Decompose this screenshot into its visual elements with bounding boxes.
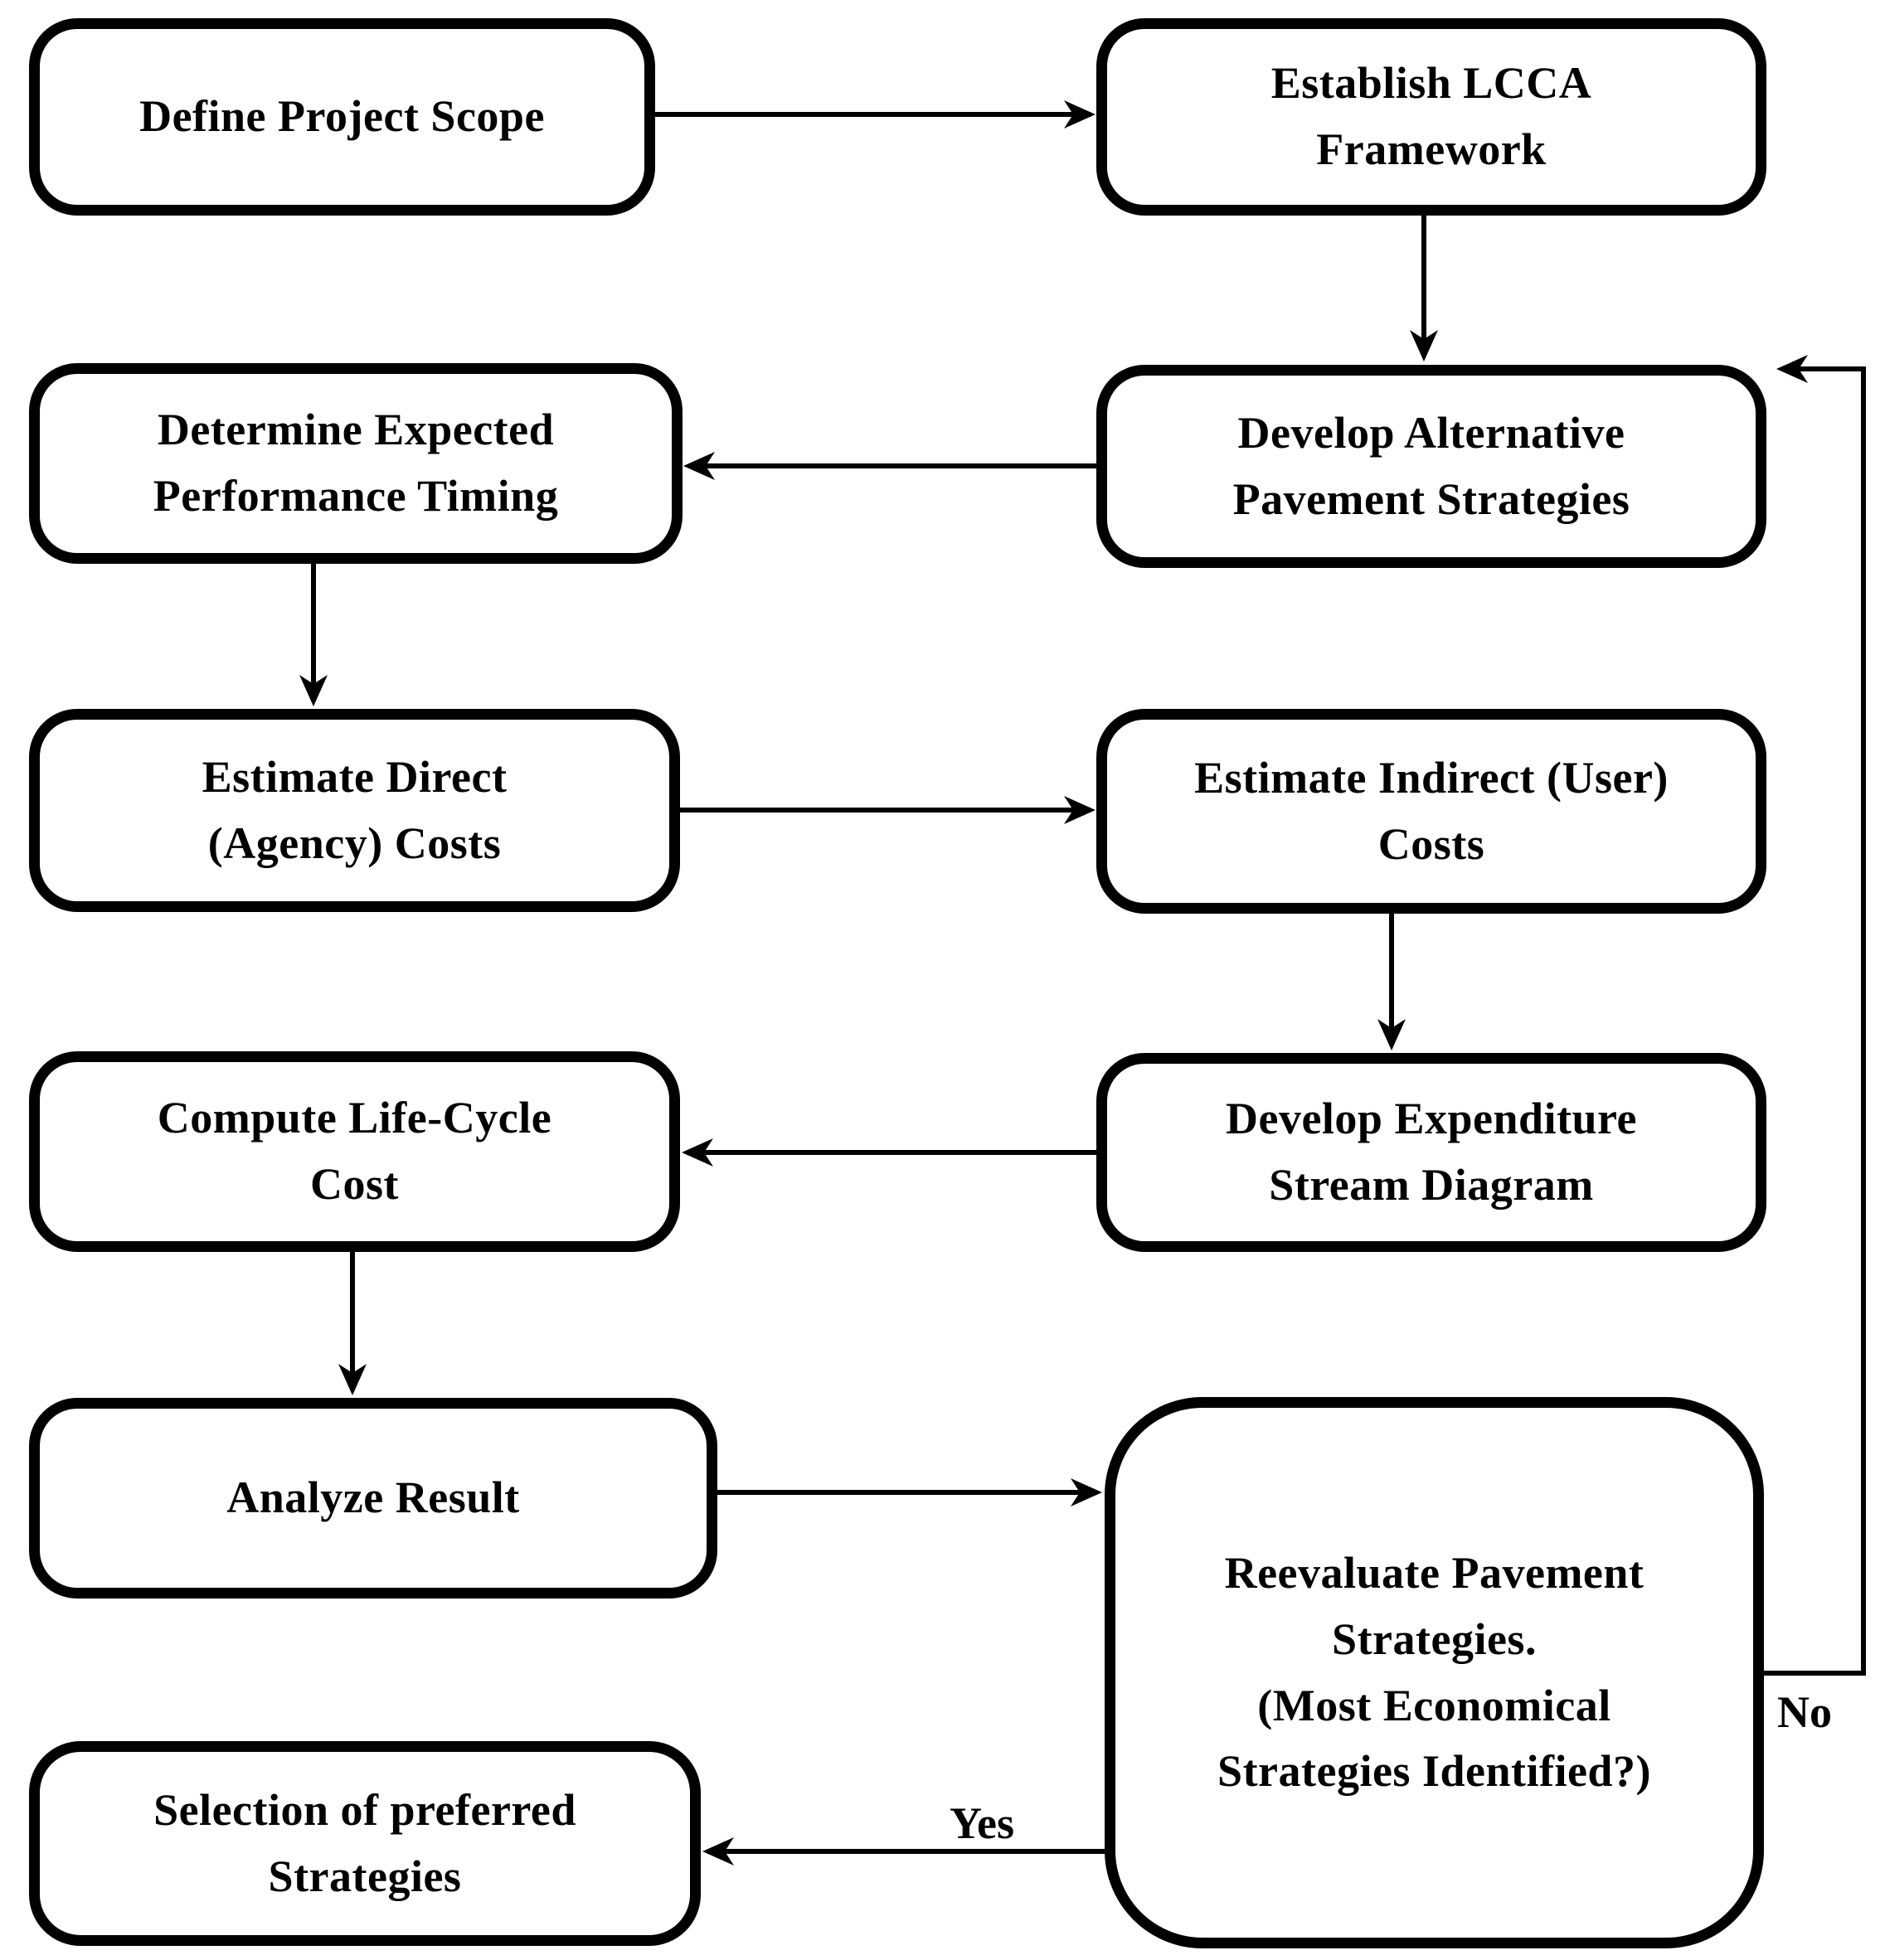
node-label: Develop Expenditure [1225, 1094, 1638, 1144]
node-reevaluate-pavement-strategies: Reevaluate Pavement Strategies. (Most Ec… [1105, 1397, 1764, 1948]
node-develop-alternative-pavement-strategies: Develop Alternative Pavement Strategies [1096, 365, 1766, 568]
node-define-project-scope: Define Project Scope [29, 18, 655, 216]
edge-label-yes: Yes [950, 1798, 1014, 1848]
node-label: Compute Life-Cycle [157, 1093, 552, 1143]
node-label: Performance Timing [153, 471, 559, 521]
node-establish-lcca-framework: Establish LCCA Framework [1096, 18, 1766, 216]
node-label: Framework [1316, 124, 1547, 174]
arrow-reevaluate-no-to-develop-alt [1762, 355, 1866, 1676]
node-label: Strategies [268, 1851, 462, 1901]
node-label: Analyze Result [226, 1472, 520, 1523]
node-label: Estimate Direct [202, 751, 508, 802]
node-label: Define Project Scope [139, 91, 545, 142]
node-label: Establish LCCA [1270, 58, 1592, 109]
node-label: Strategies. [1332, 1613, 1537, 1664]
node-compute-life-cycle-cost: Compute Life-Cycle Cost [29, 1051, 680, 1252]
node-label: (Agency) Costs [207, 817, 502, 868]
node-label: Develop Alternative [1237, 407, 1625, 458]
edge-label-no: No [1777, 1687, 1832, 1737]
node-label: Cost [310, 1159, 399, 1209]
node-label: (Most Economical [1257, 1680, 1611, 1730]
node-label: Reevaluate Pavement [1224, 1547, 1645, 1598]
node-analyze-result: Analyze Result [29, 1398, 717, 1599]
node-label: Strategies Identified?) [1217, 1746, 1651, 1797]
node-label: Stream Diagram [1269, 1160, 1594, 1210]
node-label: Pavement Strategies [1232, 473, 1630, 524]
node-label: Selection of preferred [153, 1784, 576, 1835]
node-develop-expenditure-stream-diagram: Develop Expenditure Stream Diagram [1096, 1053, 1766, 1252]
node-determine-expected-performance-timing: Determine Expected Performance Timing [29, 363, 683, 564]
node-selection-of-preferred-strategies: Selection of preferred Strategies [29, 1741, 701, 1946]
node-label: Costs [1377, 818, 1485, 869]
node-label: Estimate Indirect (User) [1194, 752, 1669, 803]
node-estimate-indirect-user-costs: Estimate Indirect (User) Costs [1096, 709, 1766, 914]
node-estimate-direct-agency-costs: Estimate Direct (Agency) Costs [29, 709, 680, 912]
node-label: Determine Expected [157, 405, 555, 455]
